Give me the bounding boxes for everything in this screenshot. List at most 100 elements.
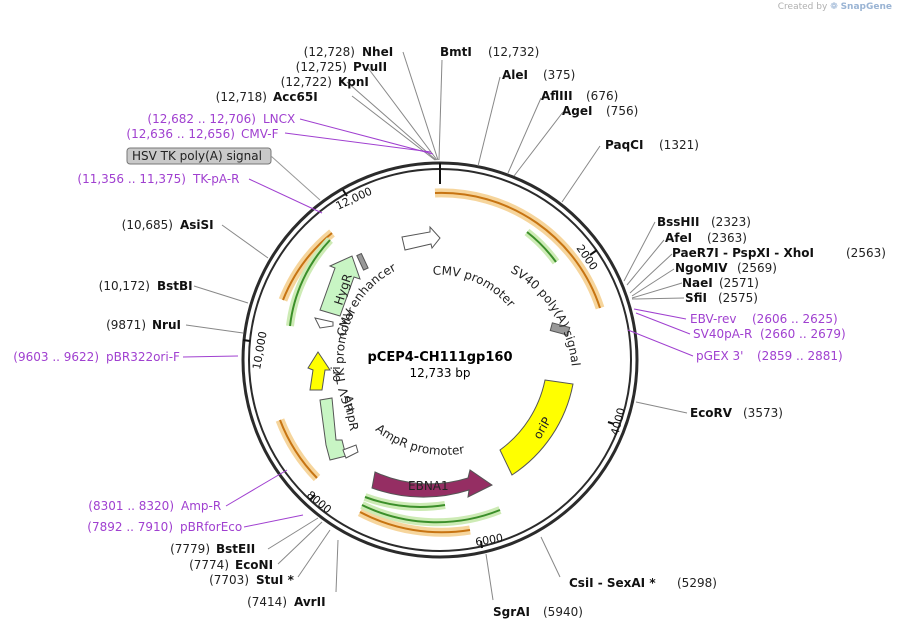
enzyme-avrii-pos: (7414)	[247, 595, 287, 609]
snapgene-logo-icon: ❁	[830, 2, 838, 12]
enzyme-labels: (12,728) NheI BmtI (12,732) (12,725) Pvu…	[99, 45, 886, 619]
plasmid-length: 12,733 bp	[409, 366, 470, 380]
feature-ebna1-label: EBNA1	[408, 479, 449, 493]
hsv-tk-polya-marker	[356, 252, 369, 271]
snapgene-credit: Created by ❁ SnapGene	[778, 2, 892, 12]
leader-lines	[185, 51, 688, 601]
enzyme-afliii-name: AflIII	[541, 89, 573, 103]
enzyme-bsteii-pos: (7779)	[170, 542, 210, 556]
primer-sv40par-range: (2660 .. 2679)	[760, 327, 846, 341]
enzyme-bsshii-pos: (2323)	[711, 215, 751, 229]
enzyme-naei-pos: (2571)	[719, 276, 759, 290]
enzyme-ecorv-pos: (3573)	[743, 406, 783, 420]
enzyme-bstbi-name: BstBI	[157, 279, 193, 293]
enzyme-pvuii-pos: (12,725)	[296, 60, 347, 74]
feature-ori-label: ori	[329, 366, 343, 382]
feature-ebna1-arrow	[371, 469, 493, 498]
enzyme-bsshii-name: BssHII	[657, 215, 699, 229]
enzyme-econi-pos: (7774)	[189, 558, 229, 572]
enzyme-asisi-pos: (10,685)	[122, 218, 173, 232]
enzyme-sfii-name: SfiI	[685, 291, 707, 305]
enzyme-afei-pos: (2363)	[707, 231, 747, 245]
enzyme-kpni-pos: (12,722)	[281, 75, 332, 89]
primer-pgex3-name: pGEX 3'	[696, 349, 743, 363]
feature-ampr-label: AmpR	[341, 394, 361, 432]
enzyme-agei-pos: (756)	[606, 104, 638, 118]
enzyme-nrui-pos: (9871)	[106, 318, 146, 332]
primer-ebvrev-range: (2606 .. 2625)	[752, 312, 838, 326]
enzyme-nhei-name: NheI	[362, 45, 393, 59]
enzyme-afei-name: AfeI	[665, 231, 692, 245]
feature-ampr-promoter-label: AmpR promoter	[373, 421, 465, 458]
enzyme-nrui-name: NruI	[152, 318, 181, 332]
enzyme-alei-pos: (375)	[543, 68, 575, 82]
enzyme-agei-name: AgeI	[562, 104, 592, 118]
enzyme-sgrai-pos: (5940)	[543, 605, 583, 619]
enzyme-ecorv-name: EcoRV	[690, 406, 733, 420]
enzyme-stui-pos: (7703)	[209, 573, 249, 587]
primer-tkpar-range: (11,356 .. 11,375)	[77, 172, 186, 186]
enzyme-pvuii-name: PvuII	[353, 60, 387, 74]
cmv-enhancer-arrow	[401, 225, 441, 251]
enzyme-bmti-pos: (12,732)	[488, 45, 539, 59]
enzyme-ngomiv-pos: (2569)	[737, 261, 777, 275]
orf-arc-lower-left	[275, 418, 321, 482]
tick-marks	[242, 189, 615, 549]
primer-pbrforeco-name: pBRforEco	[180, 520, 242, 534]
primer-cmvf-range: (12,636 .. 12,656)	[126, 127, 235, 141]
primer-labels: (12,682 .. 12,706) LNCX (12,636 .. 12,65…	[13, 112, 845, 534]
primer-tkpar-name: TK-pA-R	[192, 172, 240, 186]
hsv-tk-polya-box-label: HSV TK poly(A) signal	[132, 149, 262, 163]
green-arrows	[286, 228, 560, 527]
enzyme-nhei-pos: (12,728)	[304, 45, 355, 59]
enzyme-csii-sexai-pos: (5298)	[677, 576, 717, 590]
enzyme-alei-name: AleI	[502, 68, 528, 82]
enzyme-bmti-name: BmtI	[440, 45, 472, 59]
enzyme-xhoi-name: PaeR7I - PspXI - XhoI	[672, 246, 814, 260]
primer-ampr-range: (8301 .. 8320)	[88, 499, 174, 513]
primer-sv40par-name: SV40pA-R	[693, 327, 752, 341]
feature-sv40-polya-label: SV40 poly(A) signal	[508, 262, 582, 366]
primer-lncx-range: (12,682 .. 12,706)	[147, 112, 256, 126]
plasmid-name: pCEP4-CH111gp160	[368, 350, 513, 365]
primer-ampr-name: Amp-R	[181, 499, 221, 513]
enzyme-csii-sexai-name: CsiI - SexAI *	[569, 576, 656, 590]
enzyme-acc65i-pos: (12,718)	[216, 90, 267, 104]
tick-label-6000: 6000	[474, 531, 504, 549]
enzyme-asisi-name: AsiSI	[180, 218, 214, 232]
tick-label-8000: 8000	[304, 488, 334, 516]
enzyme-bsteii-name: BstEII	[216, 542, 255, 556]
primer-cmvf-name: CMV-F	[241, 127, 279, 141]
feature-orip-arrow	[499, 379, 574, 476]
sv40-polya-marker	[549, 322, 571, 336]
orf-arcs	[275, 188, 605, 537]
primer-pbrforeco-range: (7892 .. 7910)	[87, 520, 173, 534]
enzyme-naei-name: NaeI	[682, 276, 713, 290]
primer-lncx-name: LNCX	[263, 112, 295, 126]
enzyme-afliii-pos: (676)	[586, 89, 618, 103]
enzyme-paqci-name: PaqCI	[605, 138, 643, 152]
primer-leader-lines	[182, 118, 694, 528]
enzyme-kpni-name: KpnI	[338, 75, 369, 89]
tick-label-10000: 10,000	[250, 330, 269, 370]
enzyme-ngomiv-name: NgoMIV	[675, 261, 728, 275]
enzyme-stui-name: StuI *	[256, 573, 295, 587]
feature-ampr-arrow	[319, 397, 347, 461]
feature-ori-arrow	[307, 351, 331, 391]
feature-cmv-promoter-label: CMV promoter	[433, 264, 518, 310]
primer-pgex3-range: (2859 .. 2881)	[757, 349, 843, 363]
enzyme-acc65i-name: Acc65I	[273, 90, 318, 104]
enzyme-bstbi-pos: (10,172)	[99, 279, 150, 293]
enzyme-avrii-name: AvrII	[294, 595, 326, 609]
primer-ebvrev-name: EBV-rev	[690, 312, 736, 326]
hsv-tk-polya-leader	[270, 155, 321, 201]
enzyme-sgrai-name: SgrAI	[493, 605, 530, 619]
enzyme-sfii-pos: (2575)	[718, 291, 758, 305]
primer-pbr322orif-range: (9603 .. 9622)	[13, 350, 99, 364]
ampr-promoter-arrow	[342, 444, 359, 459]
tick-label-4000: 4000	[608, 406, 628, 436]
hsv-tk-promoter-arrow	[314, 317, 334, 329]
enzyme-econi-name: EcoNI	[235, 558, 273, 572]
enzyme-xhoi-pos: (2563)	[846, 246, 886, 260]
